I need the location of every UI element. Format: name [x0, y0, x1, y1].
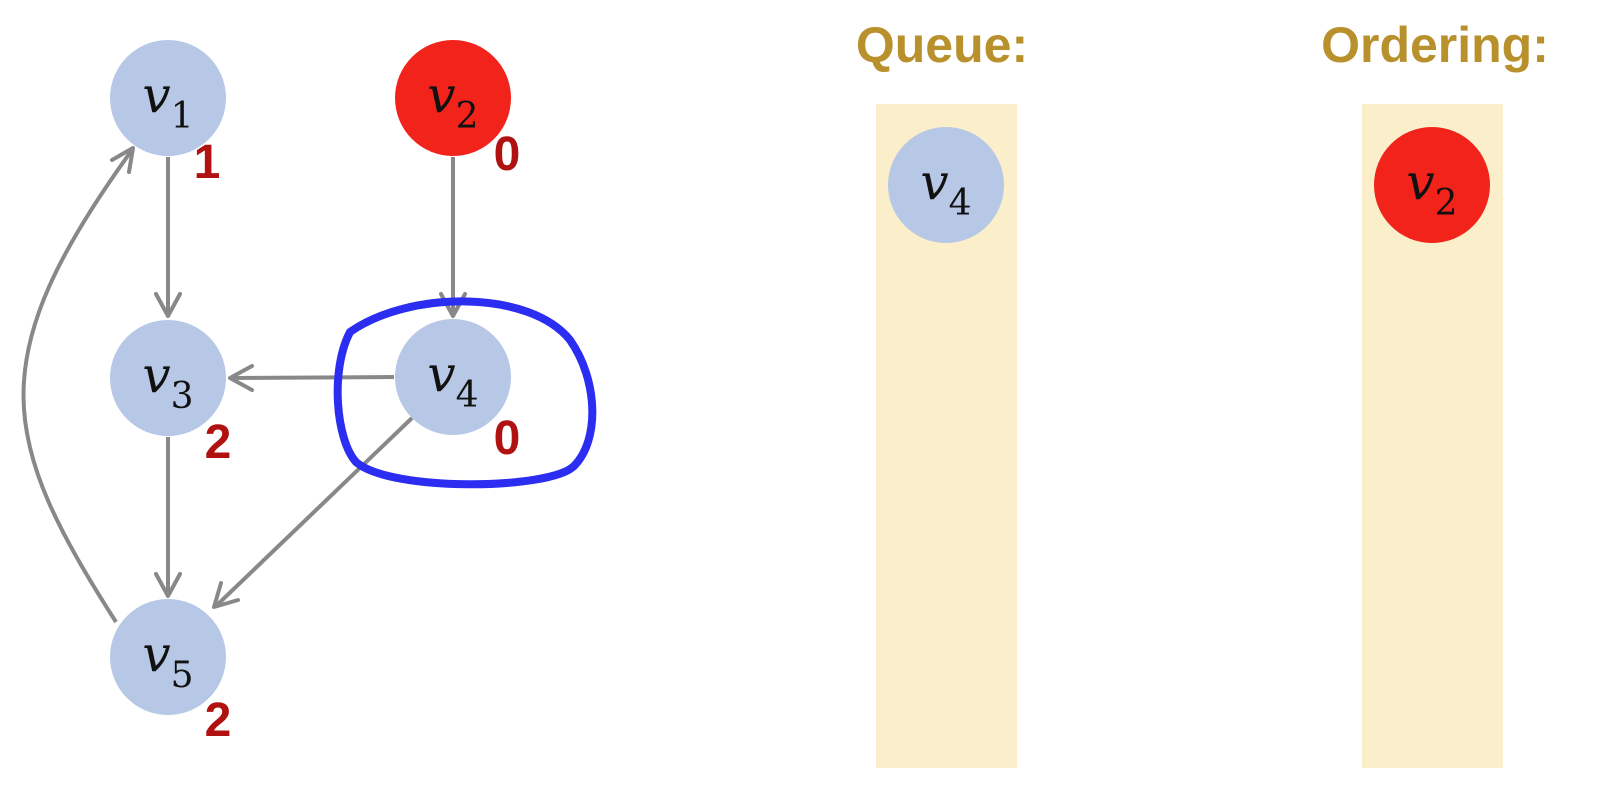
- svg-text:v4: v4: [920, 153, 971, 224]
- node-v5-circle: [110, 599, 226, 715]
- node-v5-subscript: 5: [171, 655, 194, 696]
- node-v2: v2 0: [395, 40, 520, 181]
- ordering-item-v2: v2: [1374, 127, 1490, 243]
- ordering-item-label: v: [1406, 153, 1434, 211]
- node-v4-label: v: [427, 345, 455, 403]
- ordering-item-circle: [1374, 127, 1490, 243]
- edge-v2-v4: [439, 157, 467, 318]
- node-v5-label: v: [142, 625, 170, 683]
- node-v2-indegree: 0: [494, 128, 521, 181]
- edge-v4-v5: [212, 416, 414, 609]
- node-v5: v5 2: [110, 599, 231, 747]
- svg-text:v2: v2: [1406, 153, 1457, 224]
- edge-v3-v5: [154, 437, 182, 598]
- node-v1-indegree: 1: [194, 136, 221, 189]
- node-v1-subscript: 1: [171, 96, 194, 137]
- svg-text:v1: v1: [142, 66, 193, 137]
- node-v3: v3 2: [110, 320, 231, 469]
- ordering-heading: Ordering:: [1321, 17, 1549, 73]
- svg-text:v5: v5: [142, 625, 193, 696]
- node-v3-label: v: [142, 346, 170, 404]
- node-v5-indegree: 2: [205, 694, 232, 747]
- edge-v5-v1: [21, 146, 135, 624]
- edge-v1-v3: [154, 157, 182, 318]
- node-v1-label: v: [142, 66, 170, 124]
- node-v3-indegree: 2: [205, 416, 232, 469]
- svg-text:v2: v2: [427, 66, 478, 137]
- node-v4-indegree: 0: [494, 412, 521, 465]
- queue-heading: Queue:: [856, 17, 1028, 73]
- node-v2-label: v: [427, 66, 455, 124]
- node-v2-subscript: 2: [456, 96, 479, 137]
- node-v1-circle: [110, 40, 226, 156]
- node-v3-circle: [110, 320, 226, 436]
- queue-item-subscript: 4: [949, 183, 972, 224]
- queue-item-v4: v4: [888, 127, 1004, 243]
- node-v2-circle: [395, 40, 511, 156]
- node-v4-circle: [395, 319, 511, 435]
- highlight-outline: [333, 297, 597, 489]
- node-v4-subscript: 4: [456, 375, 479, 416]
- node-v4: v4 0: [395, 319, 520, 465]
- queue-item-circle: [888, 127, 1004, 243]
- edge-v4-v3: [228, 364, 395, 392]
- node-v1: v1 1: [110, 40, 226, 189]
- svg-text:v4: v4: [427, 345, 478, 416]
- ordering-item-subscript: 2: [1435, 183, 1458, 224]
- svg-text:v3: v3: [142, 346, 193, 417]
- queue-item-label: v: [920, 153, 948, 211]
- node-v3-subscript: 3: [171, 376, 194, 417]
